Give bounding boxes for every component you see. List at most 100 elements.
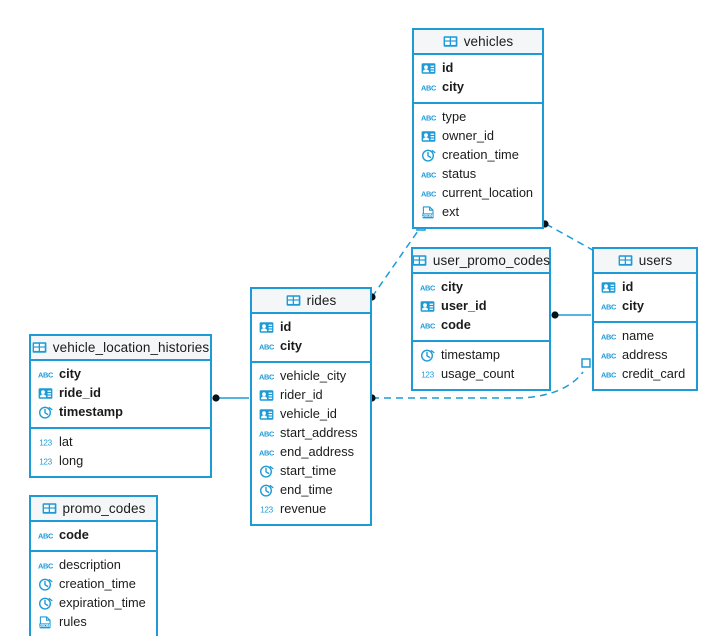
abc-string-icon: ABC xyxy=(420,281,435,294)
relationship-vehicle-location-histories-to-rides[interactable] xyxy=(212,394,249,402)
column-name-label: id xyxy=(622,279,634,295)
svg-text:ABC: ABC xyxy=(601,370,616,379)
table-header-vehicles[interactable]: vehicles xyxy=(414,30,542,55)
column-name-label: revenue xyxy=(280,501,327,517)
svg-text:ABC: ABC xyxy=(259,342,274,351)
table-name-label: users xyxy=(638,253,673,268)
svg-text:ABC: ABC xyxy=(421,170,436,179)
table-grid-icon xyxy=(443,35,458,48)
table-name-label: promo_codes xyxy=(62,501,146,516)
clock-icon xyxy=(420,349,435,362)
123-number-icon: 123 xyxy=(38,455,53,468)
column-row-creation_time[interactable]: creation_time xyxy=(414,146,542,165)
column-row-rider_id[interactable]: rider_id xyxy=(252,386,370,405)
column-row-timestamp[interactable]: timestamp xyxy=(31,403,210,422)
svg-text:JSON: JSON xyxy=(39,623,50,628)
123-number-icon: 123 xyxy=(38,436,53,449)
svg-text:ABC: ABC xyxy=(38,531,53,540)
column-name-label: ext xyxy=(442,204,460,220)
column-name-label: rules xyxy=(59,614,87,630)
table-header-promo_codes[interactable]: promo_codes xyxy=(31,497,156,522)
relationship-user-promo-codes-to-users[interactable] xyxy=(551,311,591,319)
column-name-label: city xyxy=(441,279,464,295)
svg-text:123: 123 xyxy=(39,439,52,448)
abc-string-icon: ABC xyxy=(38,559,53,572)
table-grid-icon xyxy=(618,254,633,267)
clock-icon xyxy=(38,406,53,419)
table-name-label: vehicle_location_histories xyxy=(52,340,210,355)
column-row-id[interactable]: id xyxy=(594,278,696,297)
clock-icon xyxy=(38,597,53,610)
column-row-end_time[interactable]: end_time xyxy=(252,481,370,500)
table-header-users[interactable]: users xyxy=(594,249,696,274)
column-row-timestamp[interactable]: timestamp xyxy=(413,346,549,365)
column-row-id[interactable]: id xyxy=(414,59,542,78)
column-row-rules[interactable]: JSON rules xyxy=(31,613,156,632)
abc-string-icon: ABC xyxy=(601,368,616,381)
table-header-rides[interactable]: rides xyxy=(252,289,370,314)
relationship-source-dot xyxy=(551,311,559,319)
clock-icon xyxy=(259,484,274,497)
table-header-vehicle_location_histories[interactable]: vehicle_location_histories xyxy=(31,336,210,361)
abc-string-icon: ABC xyxy=(421,111,436,124)
column-row-user_id[interactable]: user_id xyxy=(413,297,549,316)
column-row-vehicle_id[interactable]: vehicle_id xyxy=(252,405,370,424)
column-row-expiration_time[interactable]: expiration_time xyxy=(31,594,156,613)
svg-text:ABC: ABC xyxy=(421,83,436,92)
svg-text:ABC: ABC xyxy=(38,561,53,570)
relationship-source-dot xyxy=(212,394,220,402)
id-card-icon xyxy=(259,408,274,421)
svg-text:ABC: ABC xyxy=(420,321,435,330)
column-name-label: address xyxy=(622,347,668,363)
column-row-revenue[interactable]: 123 revenue xyxy=(252,500,370,519)
svg-text:ABC: ABC xyxy=(38,370,53,379)
column-name-label: creation_time xyxy=(59,576,136,592)
svg-text:123: 123 xyxy=(260,506,273,515)
column-row-ride_id[interactable]: ride_id xyxy=(31,384,210,403)
abc-string-icon: ABC xyxy=(259,427,274,440)
id-card-icon xyxy=(420,300,435,313)
column-row-creation_time[interactable]: creation_time xyxy=(31,575,156,594)
column-row-id[interactable]: id xyxy=(252,318,370,337)
table-header-user_promo_codes[interactable]: user_promo_codes xyxy=(412,249,550,274)
column-row-city[interactable]: ABC city xyxy=(252,337,370,356)
column-row-city[interactable]: ABC city xyxy=(413,278,549,297)
column-name-label: end_time xyxy=(280,482,333,498)
column-name-label: city xyxy=(622,298,645,314)
column-name-label: rider_id xyxy=(280,387,323,403)
column-row-start_time[interactable]: start_time xyxy=(252,462,370,481)
column-name-label: start_time xyxy=(280,463,337,479)
column-name-label: city xyxy=(280,338,303,354)
column-row-owner_id[interactable]: owner_id xyxy=(414,127,542,146)
